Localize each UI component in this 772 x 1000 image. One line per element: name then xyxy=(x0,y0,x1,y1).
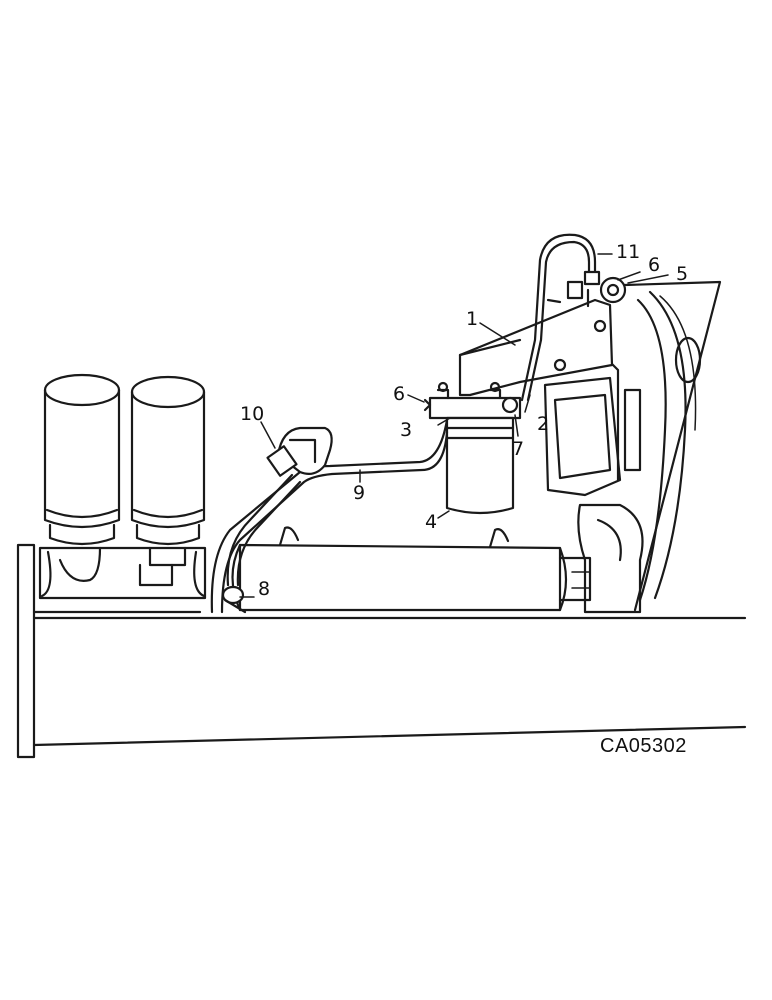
callout-11: 11 xyxy=(616,241,640,263)
callout-1: 1 xyxy=(466,308,478,330)
callout-5: 5 xyxy=(676,263,688,285)
callout-3: 3 xyxy=(400,419,412,441)
callout-8: 8 xyxy=(258,578,270,600)
oil-filter xyxy=(445,416,515,515)
callout-6-filter: 6 xyxy=(393,383,405,405)
oil-line-return xyxy=(520,233,627,402)
mounting-bracket xyxy=(458,288,614,397)
figure-code: CA05302 xyxy=(600,735,687,757)
oil-line-lower xyxy=(221,473,302,614)
oil-cooler xyxy=(231,526,592,612)
engine-frame xyxy=(16,543,747,759)
fan-pulley xyxy=(623,280,722,612)
leader-lines xyxy=(239,253,669,598)
callout-10: 10 xyxy=(240,403,264,425)
callout-9: 9 xyxy=(353,482,365,504)
fitting-10 xyxy=(266,426,333,477)
callout-7: 7 xyxy=(512,438,524,460)
callout-2: 2 xyxy=(537,413,549,435)
intake-manifold xyxy=(38,546,207,600)
air-cleaner-left xyxy=(43,373,121,546)
filter-head xyxy=(423,381,522,420)
callout-4: 4 xyxy=(425,511,437,533)
callout-labels: 1 2 3 4 5 6 6 7 8 9 10 11 xyxy=(240,241,688,600)
callout-6-line: 6 xyxy=(648,254,660,276)
air-cleaner-right xyxy=(130,375,206,546)
